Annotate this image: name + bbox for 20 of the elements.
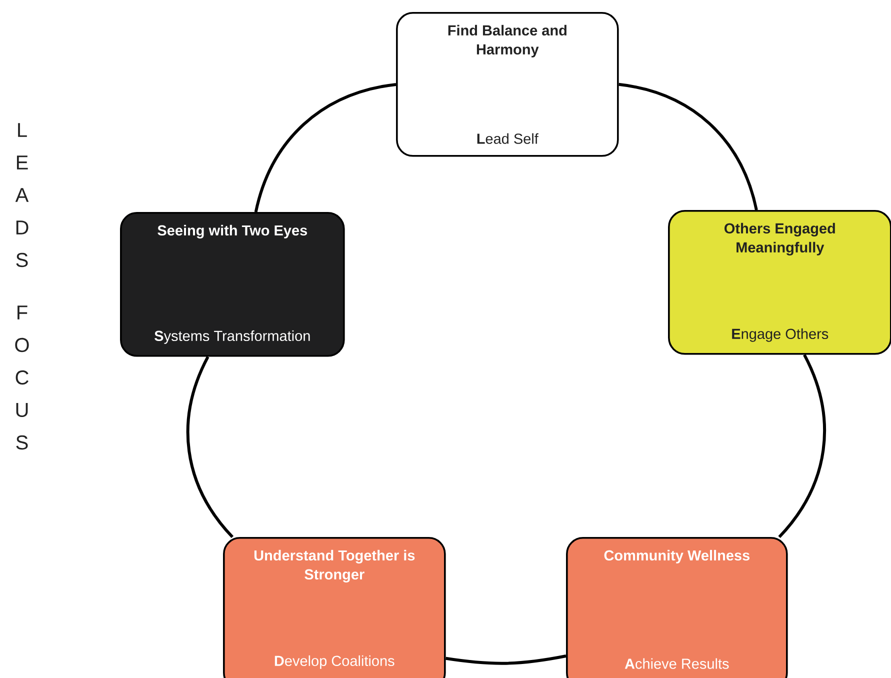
letter: F xyxy=(18,306,28,320)
circle-arc xyxy=(778,354,826,538)
letter: L xyxy=(18,123,27,137)
letter: D xyxy=(16,220,28,234)
circle-arc xyxy=(254,82,396,212)
step-box: Community Wellness Achieve Results xyxy=(566,537,788,678)
circle-arc xyxy=(186,356,234,538)
letter: S xyxy=(16,435,28,450)
step-box: Understand Together is Stronger Develop Coalitions xyxy=(223,537,446,678)
letter: A xyxy=(15,188,29,202)
step-box: Seeing with Two Eyes Systems Transformation xyxy=(120,212,345,357)
circle-arc xyxy=(618,82,758,210)
letter: C xyxy=(16,370,28,385)
letter: E xyxy=(16,156,28,170)
letter: O xyxy=(15,338,29,352)
letter: U xyxy=(16,403,28,417)
step-box: Find Balance and Harmony Lead Self xyxy=(396,12,619,157)
circle-arc xyxy=(446,654,566,665)
step-box: Others Engaged Meaningfully Engage Others xyxy=(668,210,891,355)
letter: S xyxy=(16,252,28,268)
